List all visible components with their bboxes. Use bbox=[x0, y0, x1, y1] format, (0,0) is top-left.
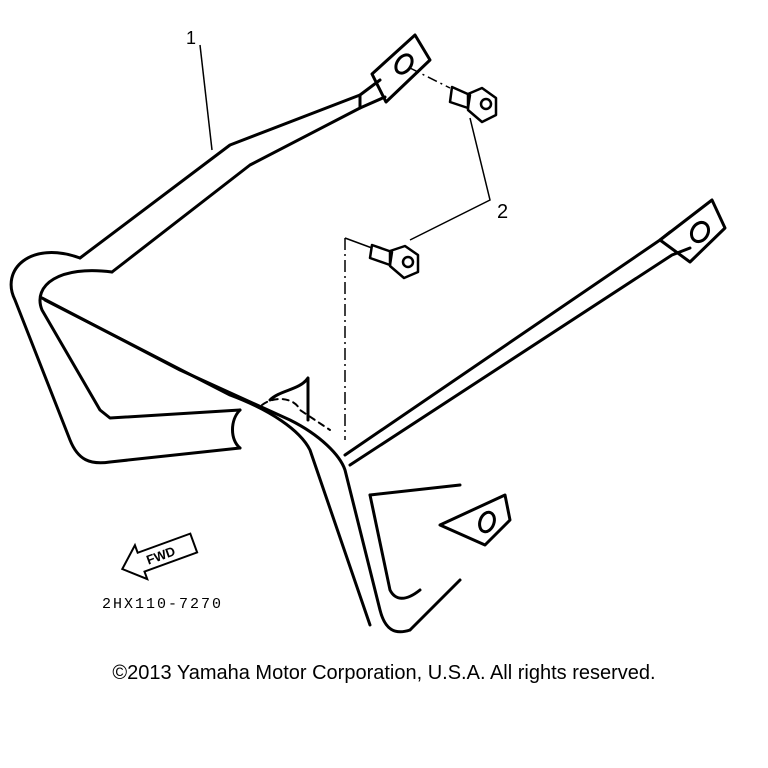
callout-number-2: 2 bbox=[497, 201, 509, 223]
bracket-right-rail bbox=[343, 230, 692, 467]
callout-number-1: 1 bbox=[186, 28, 197, 48]
leader-line-2 bbox=[409, 117, 491, 241]
bracket-front-loop bbox=[9, 251, 412, 634]
bolt-lower bbox=[368, 243, 420, 280]
center-line-upper bbox=[409, 67, 451, 89]
lower-mounting-plate bbox=[438, 493, 512, 547]
diagram-part-number: 2HX110-7270 bbox=[102, 596, 224, 613]
right-mounting-plate bbox=[658, 198, 727, 264]
bolt-upper bbox=[448, 85, 498, 124]
bracket-lower-leg bbox=[368, 483, 462, 632]
leader-line-1 bbox=[199, 44, 213, 151]
bracket-upper-tube bbox=[78, 78, 387, 274]
center-line-bolt bbox=[344, 237, 373, 249]
fwd-arrow-icon: FWD bbox=[120, 532, 199, 581]
upper-mounting-plate bbox=[370, 33, 432, 104]
copyright-notice: ©2013 Yamaha Motor Corporation, U.S.A. A… bbox=[112, 662, 656, 684]
exploded-parts-diagram: FWD bbox=[9, 33, 727, 634]
hidden-line bbox=[261, 398, 331, 431]
